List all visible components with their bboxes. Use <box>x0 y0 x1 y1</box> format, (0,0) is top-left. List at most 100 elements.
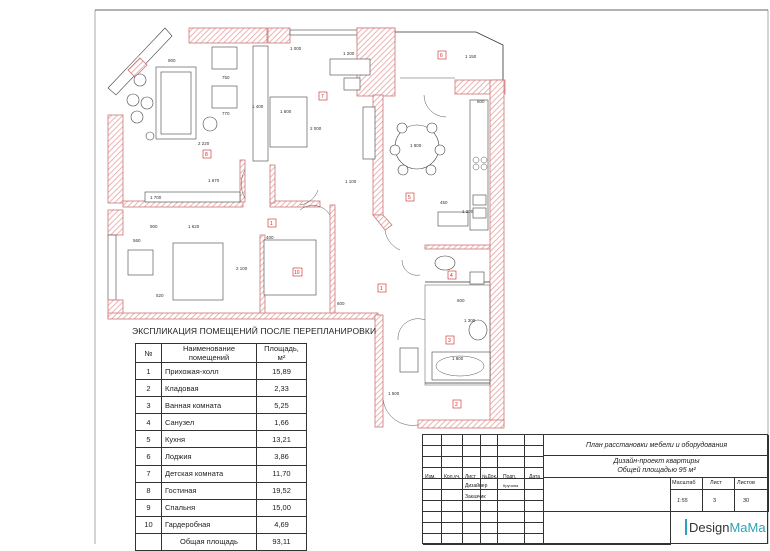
dimension-label: 1 200 <box>462 209 474 214</box>
title-block-cell <box>423 512 442 523</box>
title-block-cell <box>423 446 442 457</box>
room-name: Кладовая <box>161 379 257 398</box>
room-number: 4 <box>450 273 453 279</box>
room-area: 15,89 <box>256 361 307 381</box>
title-block-cell <box>498 479 525 490</box>
furniture <box>126 45 491 381</box>
side-table <box>202 116 218 132</box>
title-block-cell <box>525 512 544 523</box>
title-block-cell <box>498 490 525 501</box>
title-block-cell <box>423 534 442 545</box>
title-block-cell <box>525 490 544 501</box>
explication-title: ЭКСПЛИКАЦИЯ ПОМЕЩЕНИЙ ПОСЛЕ ПЕРЕПЛАНИРОВ… <box>132 326 377 336</box>
designer-label: Дизайнер <box>465 483 488 489</box>
title-block-cell <box>498 468 525 479</box>
row-number: 5 <box>135 430 162 449</box>
title-block-cell <box>423 457 442 468</box>
desk-bedroom <box>127 249 154 276</box>
title-block-cell <box>423 490 442 501</box>
col-header: Дата <box>529 474 541 480</box>
total-empty-cell <box>135 532 162 551</box>
row-number: 6 <box>135 447 162 466</box>
walls <box>107 27 506 429</box>
room-number: 3 <box>448 338 451 344</box>
title-block-cell <box>442 490 463 501</box>
title-block-cell <box>544 512 671 545</box>
title-block-cell <box>463 446 481 457</box>
title-block-cell <box>544 478 671 512</box>
title-block-cell <box>442 512 463 523</box>
room-area: 2,33 <box>256 379 307 398</box>
sheets-label: Листов <box>737 480 755 486</box>
room-name: Прихожая-холл <box>161 361 257 381</box>
room-area: 5,25 <box>256 396 307 415</box>
dimension-label: 1 000 <box>290 46 302 51</box>
title-block-cell <box>442 534 463 545</box>
title-block-cell <box>463 512 481 523</box>
row-number: 10 <box>135 515 162 534</box>
washbasin <box>434 255 456 271</box>
title-block-cell <box>481 534 498 545</box>
room-number: 1 <box>270 221 273 227</box>
logo-chair-icon <box>685 519 687 535</box>
dimension-label: 1 620 <box>188 224 200 229</box>
room-area: 15,00 <box>256 498 307 517</box>
dimension-label: 750 <box>222 75 230 80</box>
dimension-label: 400 <box>266 235 274 240</box>
dimension-label: 1 200 <box>343 51 355 56</box>
dimension-label: 1 700 <box>150 195 162 200</box>
room-number: 1 <box>380 286 383 292</box>
room-number: 5 <box>408 195 411 201</box>
col-header: Изм. <box>425 474 436 480</box>
double-bed <box>172 242 224 301</box>
dimension-label: 1 100 <box>345 179 357 184</box>
dimension-label: 1 670 <box>208 178 220 183</box>
title-block-cell <box>525 534 544 545</box>
title-block-cell <box>442 468 463 479</box>
designer-sign: Кручина <box>503 483 519 488</box>
title-block-cell <box>703 490 735 512</box>
row-number: 4 <box>135 413 162 432</box>
room-name: Кухня <box>161 430 257 449</box>
room-area: 3,86 <box>256 447 307 466</box>
title-block-cell <box>498 534 525 545</box>
title-block-cell <box>525 468 544 479</box>
dimensions: 900 1 000 750 770 1 150 600 1 400 1 200 … <box>133 46 485 396</box>
title-block-cell <box>481 479 498 490</box>
dimension-label: 600 <box>457 298 465 303</box>
room-name: Детская комната <box>161 464 257 483</box>
armchair <box>211 46 238 70</box>
project-area: Общей площадью 95 м² <box>617 467 696 474</box>
title-block-cell <box>442 523 463 534</box>
dimension-label: 600 <box>477 99 485 104</box>
room-number: 2 <box>455 402 458 408</box>
project-title: Дизайн-проект квартиры <box>613 458 700 465</box>
room-name: Гардеробная <box>161 515 257 534</box>
coffee-table <box>211 85 238 109</box>
dimension-label: 1 800 <box>410 143 422 148</box>
title-block-cell <box>442 479 463 490</box>
row-number: 8 <box>135 481 162 500</box>
room-name: Спальня <box>161 498 257 517</box>
row-number: 3 <box>135 396 162 415</box>
bathtub <box>431 351 491 381</box>
dimension-label: 450 <box>440 200 448 205</box>
title-block-cell <box>525 435 544 446</box>
dimension-label: 600 <box>337 301 345 306</box>
title-block-cell <box>481 468 498 479</box>
scale-label: Масштаб <box>672 480 696 486</box>
dimension-label: 2 100 <box>236 266 248 271</box>
title-block-cell <box>498 457 525 468</box>
title-block-cell <box>423 468 442 479</box>
room-number: 7 <box>321 94 324 100</box>
table-total-row: Общая площадь 93,11 <box>135 532 307 551</box>
title-block-cell <box>463 534 481 545</box>
title-block-cell <box>481 457 498 468</box>
